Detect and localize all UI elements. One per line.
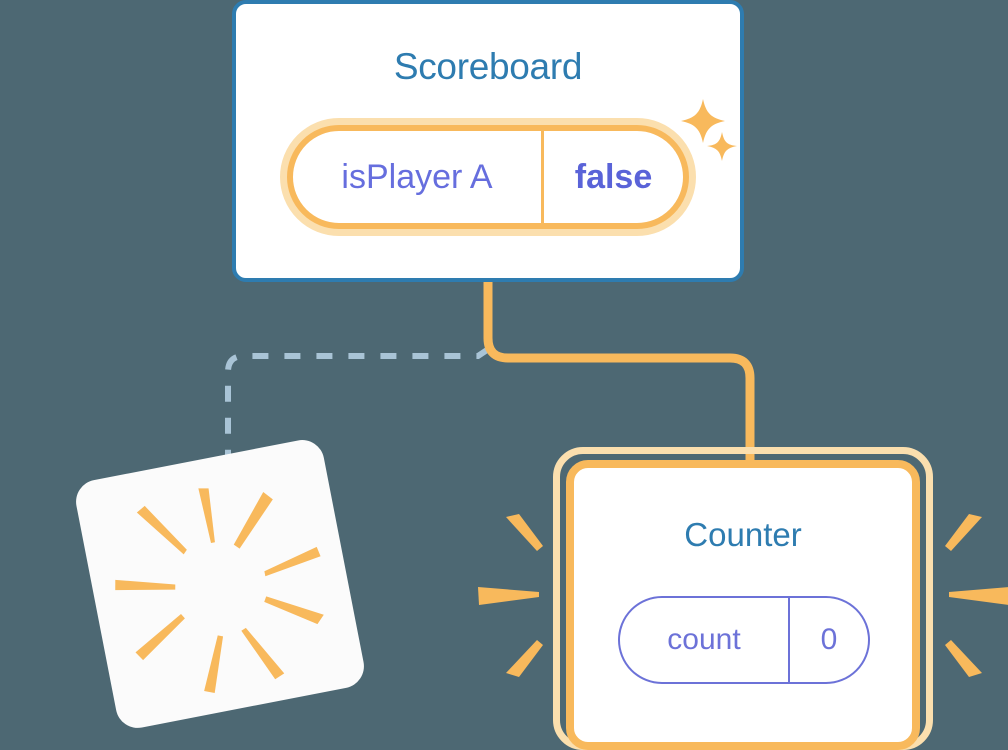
burst-ray bbox=[115, 579, 176, 591]
counter-ray-right bbox=[949, 587, 1008, 605]
scoreboard-card[interactable]: Scoreboard isPlayer A false bbox=[232, 0, 744, 282]
burst-ray bbox=[264, 546, 321, 577]
burst-ray bbox=[204, 635, 224, 694]
burst-ray bbox=[233, 492, 273, 549]
counter-ray-right bbox=[945, 514, 982, 551]
scoreboard-pill-divider bbox=[541, 131, 544, 223]
burst-square-rays bbox=[115, 488, 324, 694]
counter-state-value: 0 bbox=[820, 623, 838, 656]
counter-pill-divider bbox=[788, 598, 790, 682]
counter-ray-left bbox=[506, 514, 543, 551]
counter-card[interactable]: Counter count 0 bbox=[566, 460, 920, 750]
scoreboard-pill-body[interactable]: isPlayer A false bbox=[287, 125, 689, 229]
counter-ray-left bbox=[506, 640, 543, 677]
counter-ray-left bbox=[478, 587, 539, 605]
counter-state-pill[interactable]: count 0 bbox=[618, 596, 870, 684]
scoreboard-state-pill[interactable]: isPlayer A false bbox=[280, 118, 696, 236]
burst-ray bbox=[135, 613, 185, 661]
scoreboard-state-key: isPlayer A bbox=[341, 157, 493, 196]
counter-ray-right bbox=[945, 640, 982, 677]
burst-ray bbox=[241, 627, 285, 680]
burst-ray bbox=[136, 505, 187, 555]
sparkle-large-icon bbox=[681, 99, 725, 143]
counter-state-key: count bbox=[667, 623, 741, 656]
counter-title: Counter bbox=[684, 516, 802, 553]
burst-ray bbox=[264, 596, 324, 625]
sparkle-small-icon bbox=[707, 132, 737, 161]
connector-dashed-to-burst-square bbox=[225, 345, 492, 472]
burst-ray bbox=[198, 488, 215, 543]
scoreboard-state-value: false bbox=[574, 157, 653, 196]
scoreboard-pill-glow bbox=[280, 118, 696, 236]
connector-solid-to-counter bbox=[483, 282, 755, 462]
scoreboard-title: Scoreboard bbox=[393, 46, 583, 87]
